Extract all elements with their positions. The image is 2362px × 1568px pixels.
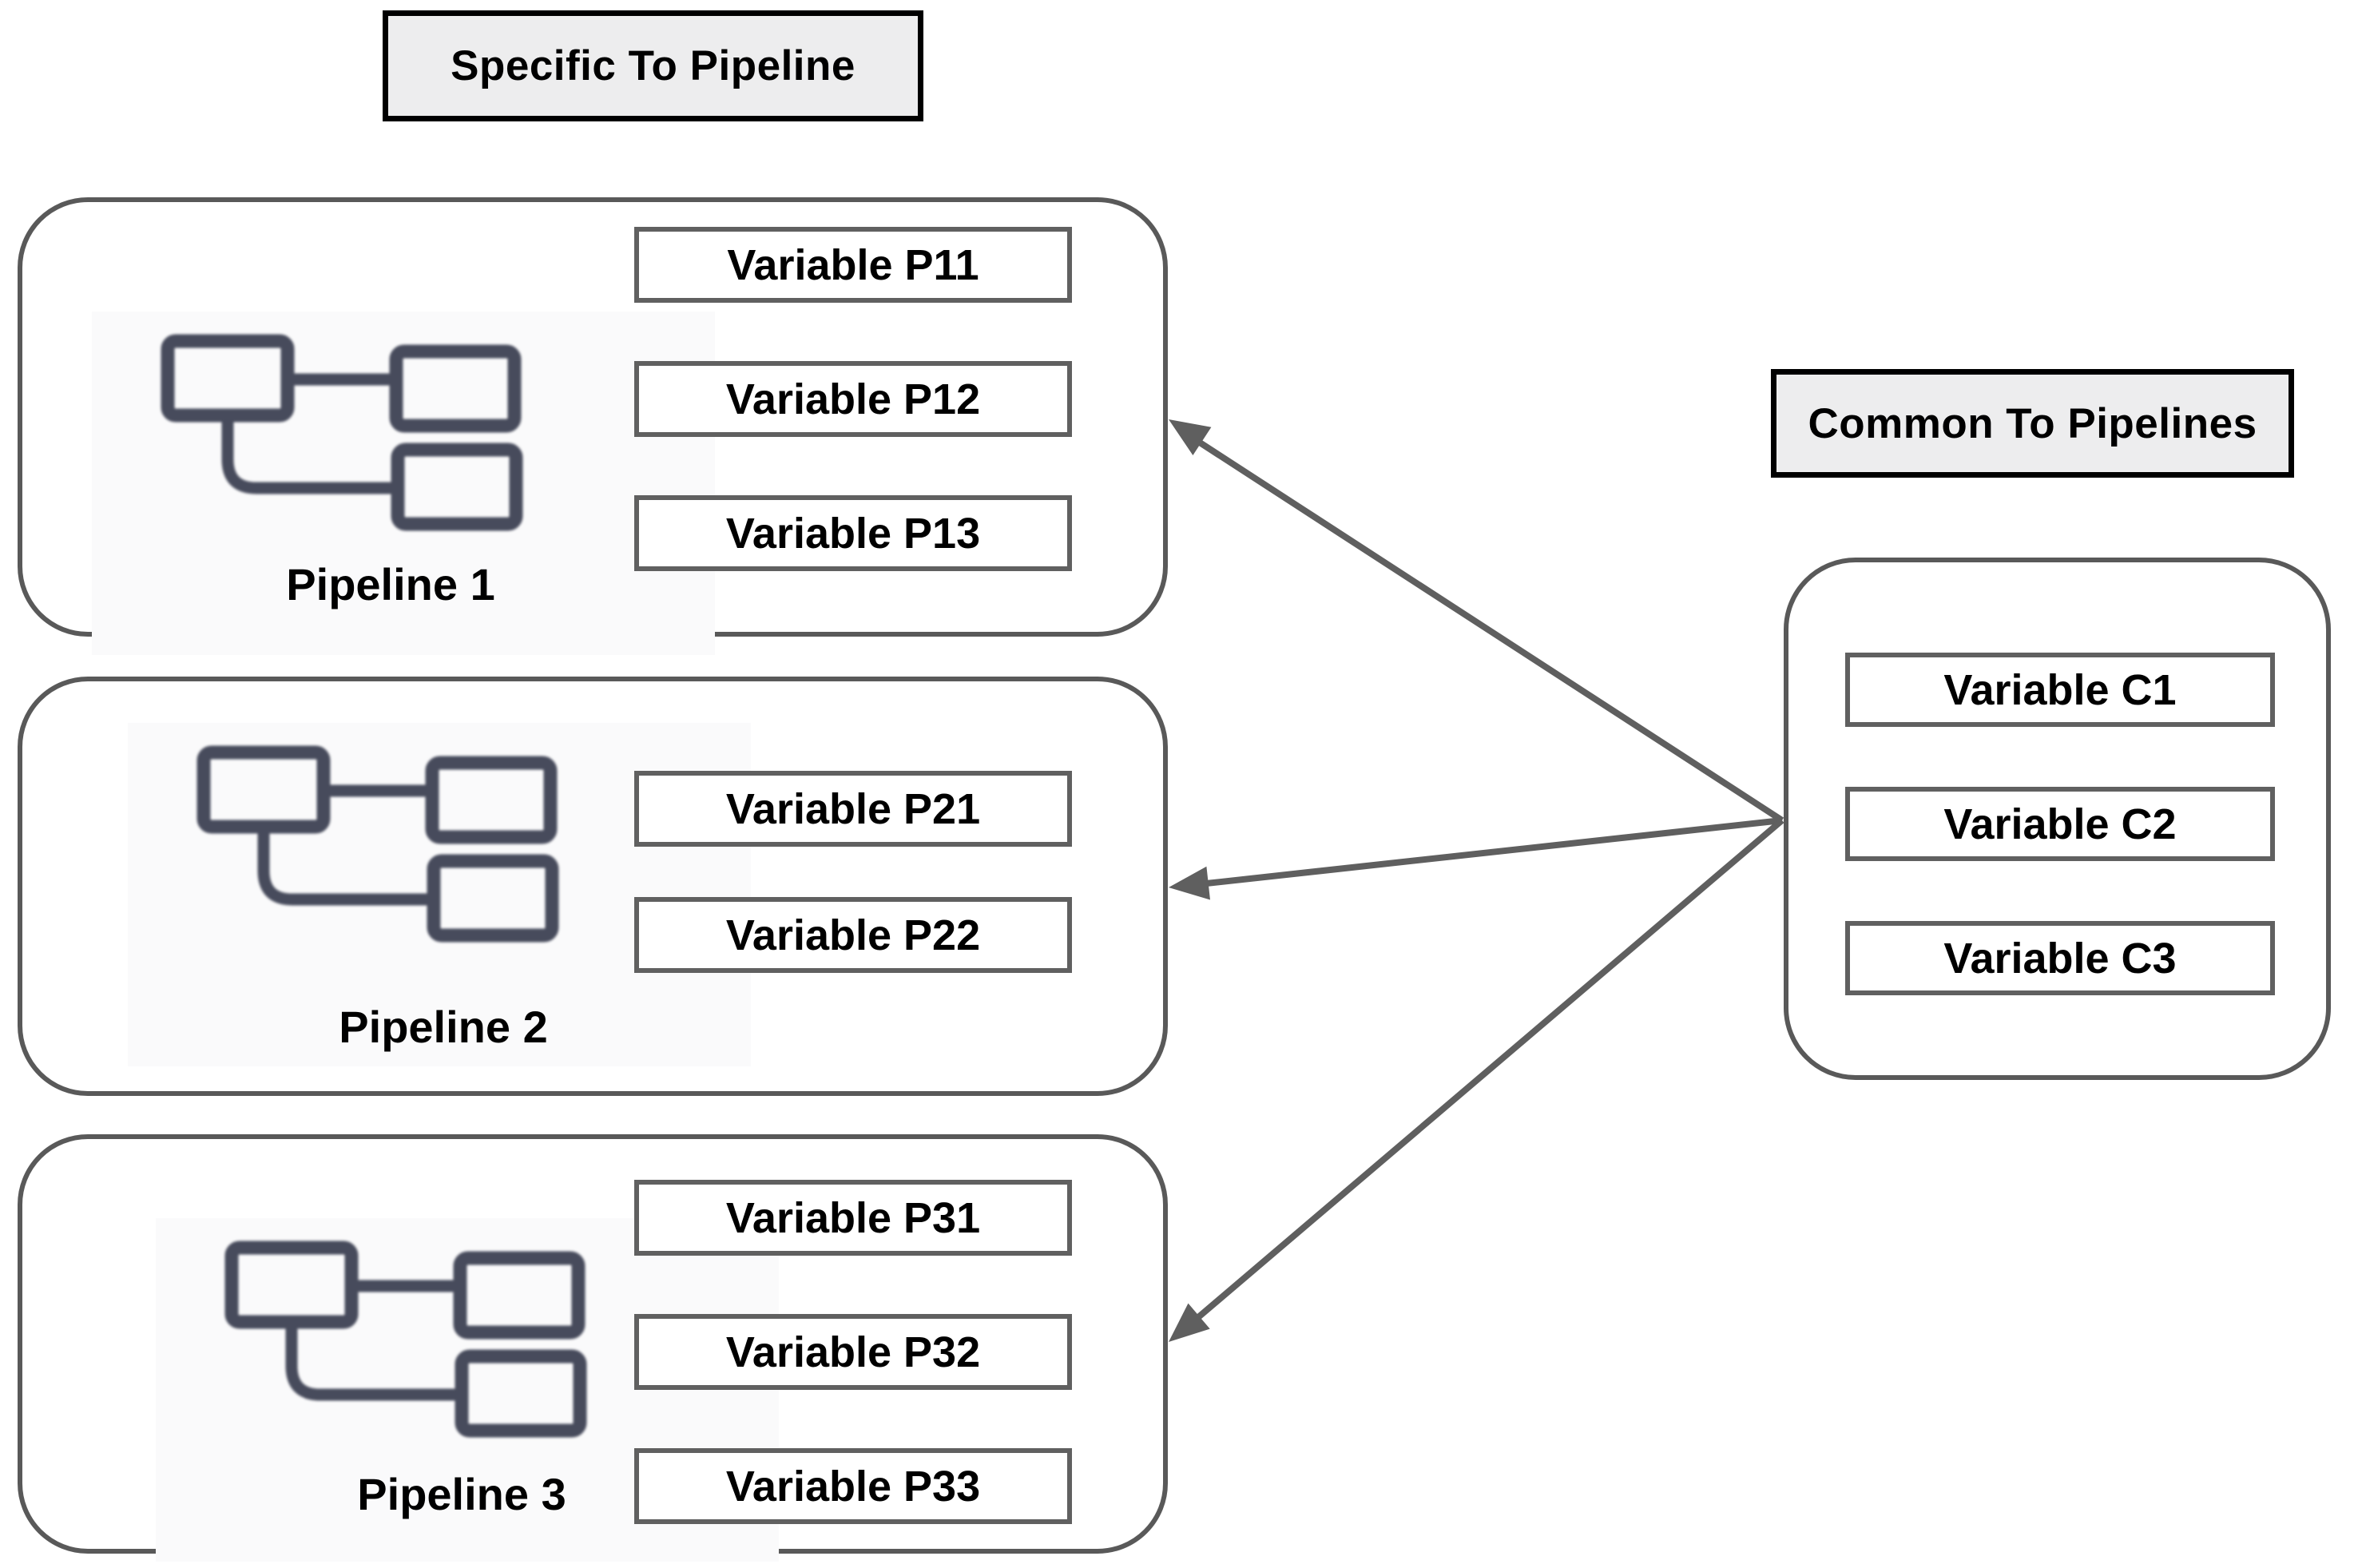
pipeline-2-label: Pipeline 2 (339, 1002, 548, 1052)
variable-c1-label: Variable C1 (1943, 665, 2177, 714)
variable-box-p33: Variable P33 (634, 1448, 1072, 1524)
pipeline-3-label: Pipeline 3 (357, 1469, 566, 1519)
variable-p22-label: Variable P22 (725, 911, 981, 959)
variable-box-p22: Variable P22 (634, 897, 1072, 973)
workflow-pipeline-icon (161, 334, 523, 531)
pipeline-1-box: Pipeline 1 Variable P11 Variable P12 Var… (18, 197, 1168, 655)
variable-p11-label: Variable P11 (727, 240, 979, 289)
variable-p21-label: Variable P21 (725, 784, 981, 833)
variable-box-p12: Variable P12 (634, 361, 1072, 437)
pipeline-2-box: Pipeline 2 Variable P21 Variable P22 (18, 677, 1168, 1096)
variable-c2-label: Variable C2 (1943, 800, 2177, 848)
workflow-pipeline-icon (197, 745, 559, 943)
variable-box-c2: Variable C2 (1845, 787, 2275, 861)
arrowhead-to-pipeline-1 (1169, 419, 1212, 455)
common-variables-box: Variable C1 Variable C2 Variable C3 (1784, 558, 2331, 1080)
arrow-shaft-to-pipeline-1 (1197, 439, 1784, 824)
variable-box-p11: Variable P11 (634, 227, 1072, 303)
common-title-box: Common To Pipelines (1771, 369, 2294, 478)
arrow-shaft-to-pipeline-3 (1195, 817, 1784, 1321)
arrowhead-to-pipeline-2 (1169, 866, 1210, 900)
pipeline-1-label: Pipeline 1 (286, 559, 495, 609)
pipeline-3-box: Pipeline 3 Variable P31 Variable P32 Var… (18, 1134, 1168, 1562)
variable-p13-label: Variable P13 (725, 509, 981, 558)
variable-c3-label: Variable C3 (1943, 934, 2177, 982)
arrowhead-to-pipeline-3 (1169, 1303, 1210, 1342)
variable-box-p31: Variable P31 (634, 1180, 1072, 1256)
variable-box-p32: Variable P32 (634, 1314, 1072, 1390)
specific-title-box: Specific To Pipeline (383, 10, 923, 121)
variable-box-p21: Variable P21 (634, 771, 1072, 847)
specific-title-label: Specific To Pipeline (451, 42, 855, 89)
workflow-pipeline-icon (224, 1241, 587, 1438)
variable-box-p13: Variable P13 (634, 495, 1072, 571)
variable-box-c1: Variable C1 (1845, 653, 2275, 727)
variable-box-c3: Variable C3 (1845, 921, 2275, 995)
variable-p12-label: Variable P12 (725, 375, 981, 423)
variable-p31-label: Variable P31 (725, 1193, 981, 1242)
common-title-label: Common To Pipelines (1808, 399, 2257, 447)
variable-p33-label: Variable P33 (725, 1462, 981, 1510)
variable-p32-label: Variable P32 (725, 1328, 981, 1376)
arrow-shaft-to-pipeline-2 (1205, 817, 1783, 887)
